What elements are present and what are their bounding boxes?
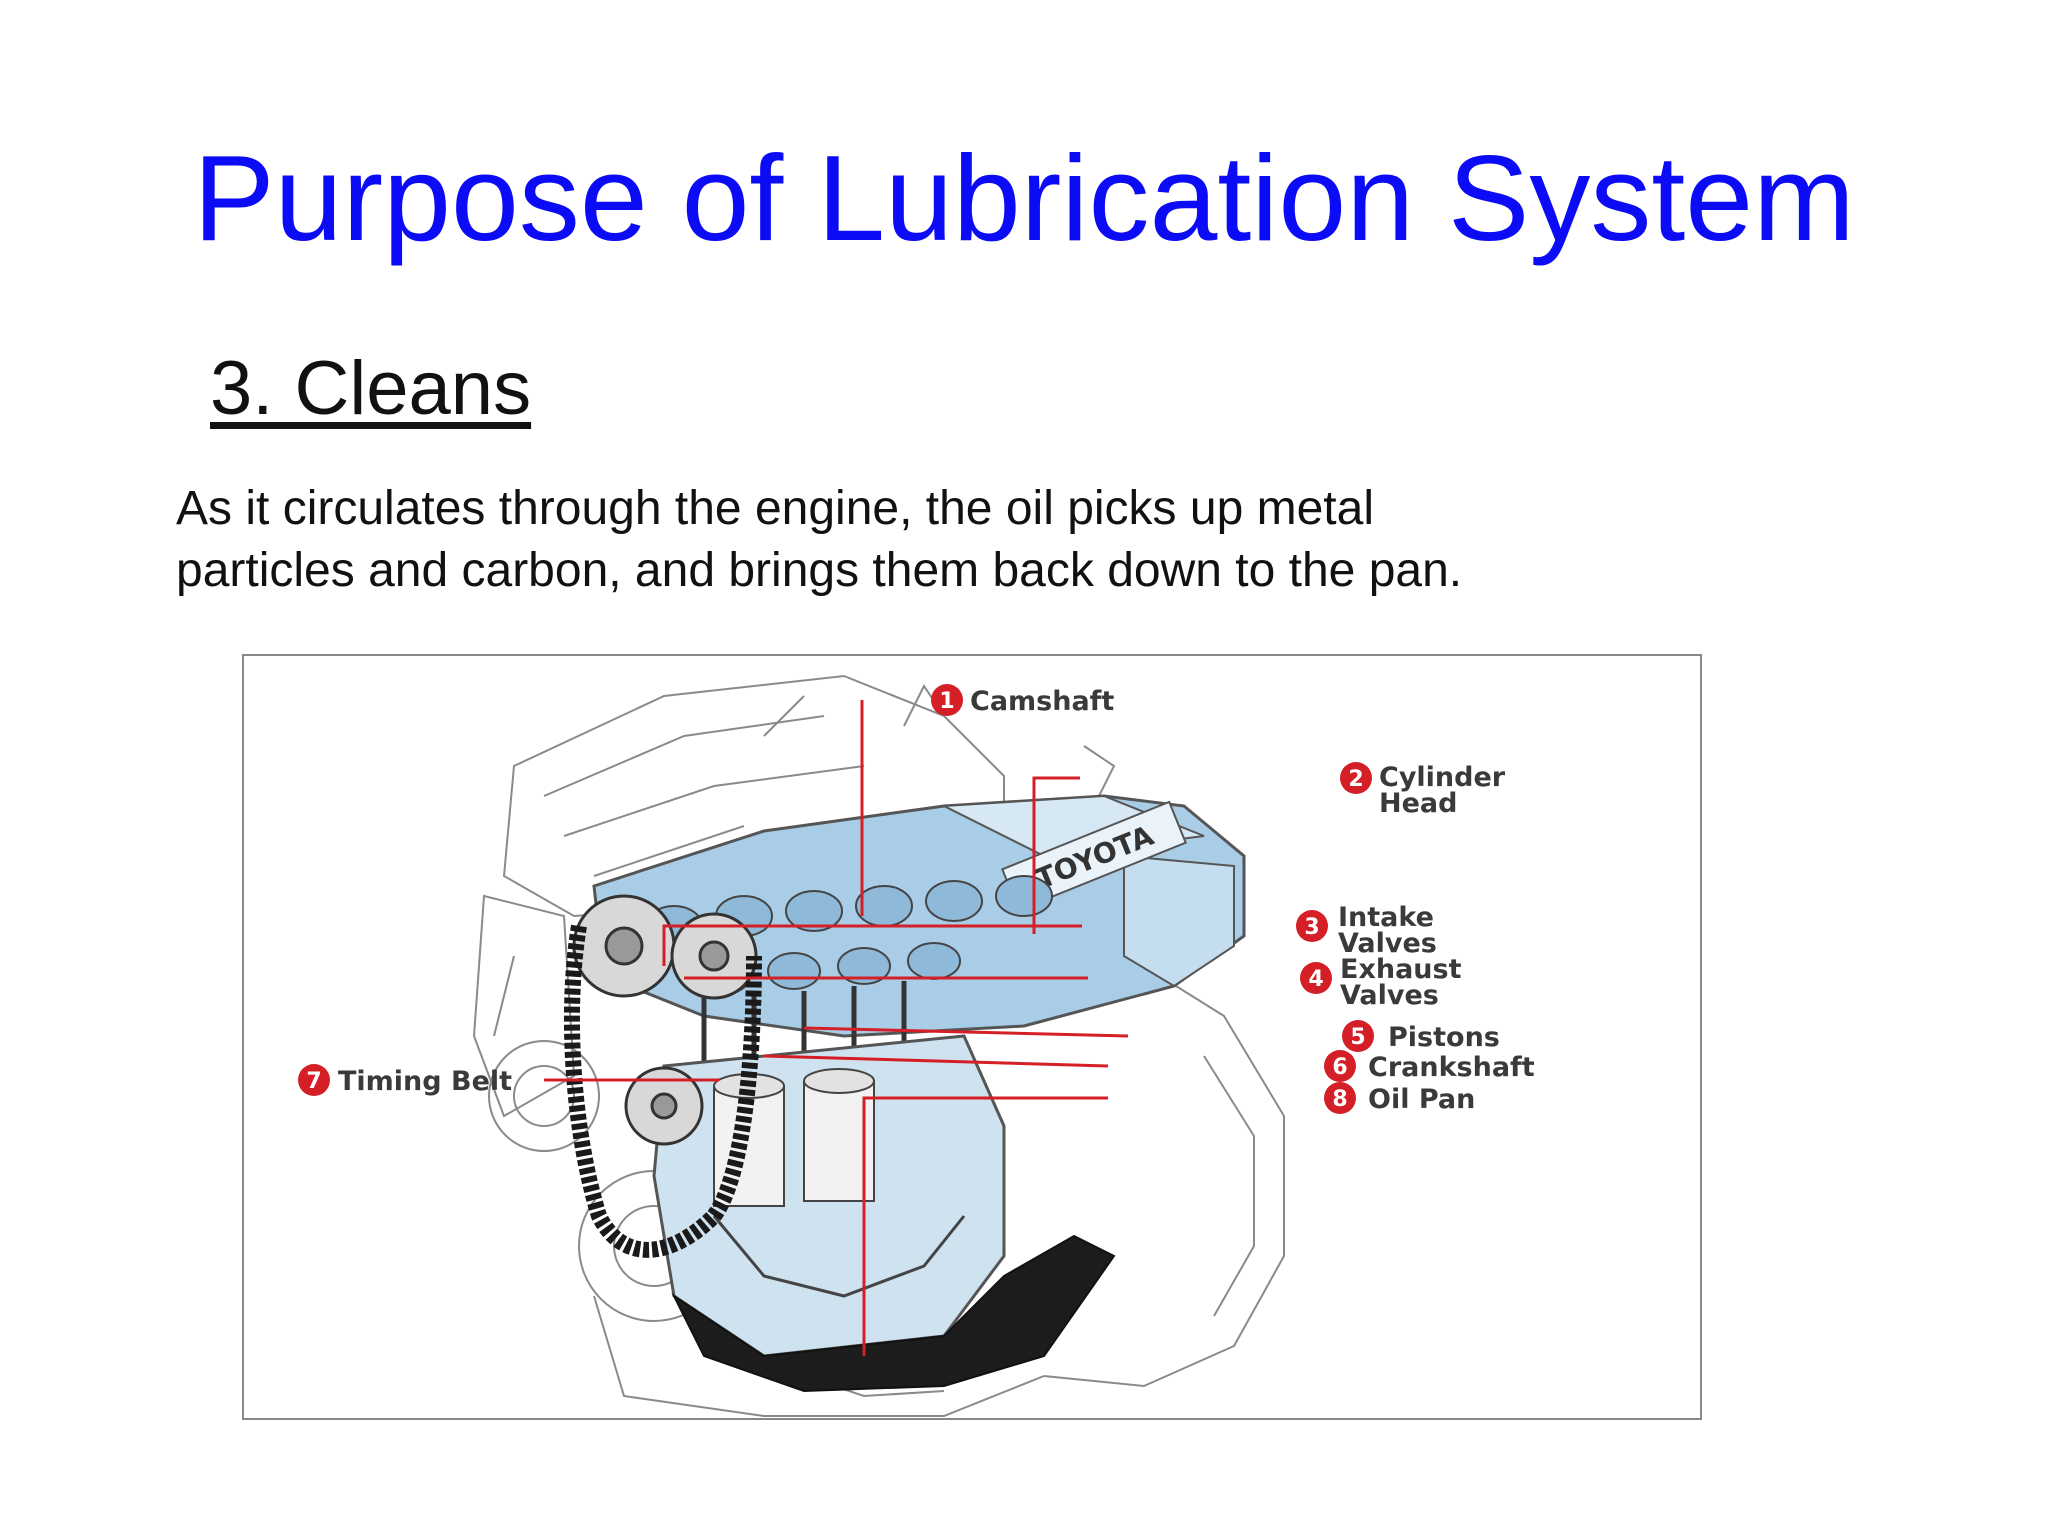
callout-exhaust-valves: 4 Exhaust Valves (1300, 954, 1462, 1011)
slide-body: As it circulates through the engine, the… (176, 478, 1876, 602)
body-line-2: particles and carbon, and brings them ba… (176, 544, 1463, 597)
slide-subtitle: 3. Cleans (210, 346, 532, 431)
callout-label-timing-belt: Timing Belt (338, 1066, 512, 1097)
callout-pistons: 5 Pistons (1342, 1020, 1500, 1053)
callout-label-exhaust-valves: Valves (1340, 980, 1439, 1011)
callout-num-5: 5 (1350, 1025, 1365, 1050)
callout-label-crankshaft: Crankshaft (1368, 1052, 1535, 1083)
callout-label-camshaft: Camshaft (970, 686, 1114, 717)
callout-label-oil-pan: Oil Pan (1368, 1084, 1475, 1115)
engine-diagram-frame: TOYOTA (242, 654, 1702, 1420)
callout-num-4: 4 (1308, 967, 1323, 992)
callout-num-7: 7 (306, 1069, 321, 1094)
callout-num-1: 1 (939, 689, 954, 714)
slide-title: Purpose of Lubrication System (193, 130, 1855, 266)
callout-oil-pan: 8 Oil Pan (1324, 1082, 1475, 1115)
callout-num-2: 2 (1348, 767, 1363, 792)
callout-label-intake-valves: Valves (1338, 928, 1437, 959)
callout-intake-valves: 3 Intake Valves (1296, 902, 1437, 959)
oil-pan (671, 1234, 1116, 1393)
callout-num-8: 8 (1332, 1087, 1347, 1112)
callout-label-exhaust: Exhaust (1340, 954, 1462, 985)
callout-timing-belt: 7 Timing Belt (298, 1064, 512, 1097)
callout-num-6: 6 (1332, 1055, 1347, 1080)
timing-belt (563, 924, 762, 1258)
callout-leaders (544, 700, 1129, 1356)
body-line-1: As it circulates through the engine, the… (176, 482, 1374, 535)
callout-label-pistons: Pistons (1388, 1022, 1500, 1053)
callout-label-intake: Intake (1338, 902, 1434, 933)
callout-label-head: Head (1379, 788, 1457, 819)
callout-crankshaft: 6 Crankshaft (1324, 1050, 1535, 1083)
callout-label-cylinder: Cylinder (1379, 762, 1506, 793)
callout-num-3: 3 (1304, 915, 1319, 940)
callout-camshaft: 1 Camshaft (931, 684, 1114, 717)
engine-diagram: TOYOTA (298, 674, 1535, 1417)
cylinder-block (652, 1034, 1006, 1358)
callout-cylinder-head: 2 Cylinder Head (1340, 762, 1506, 819)
